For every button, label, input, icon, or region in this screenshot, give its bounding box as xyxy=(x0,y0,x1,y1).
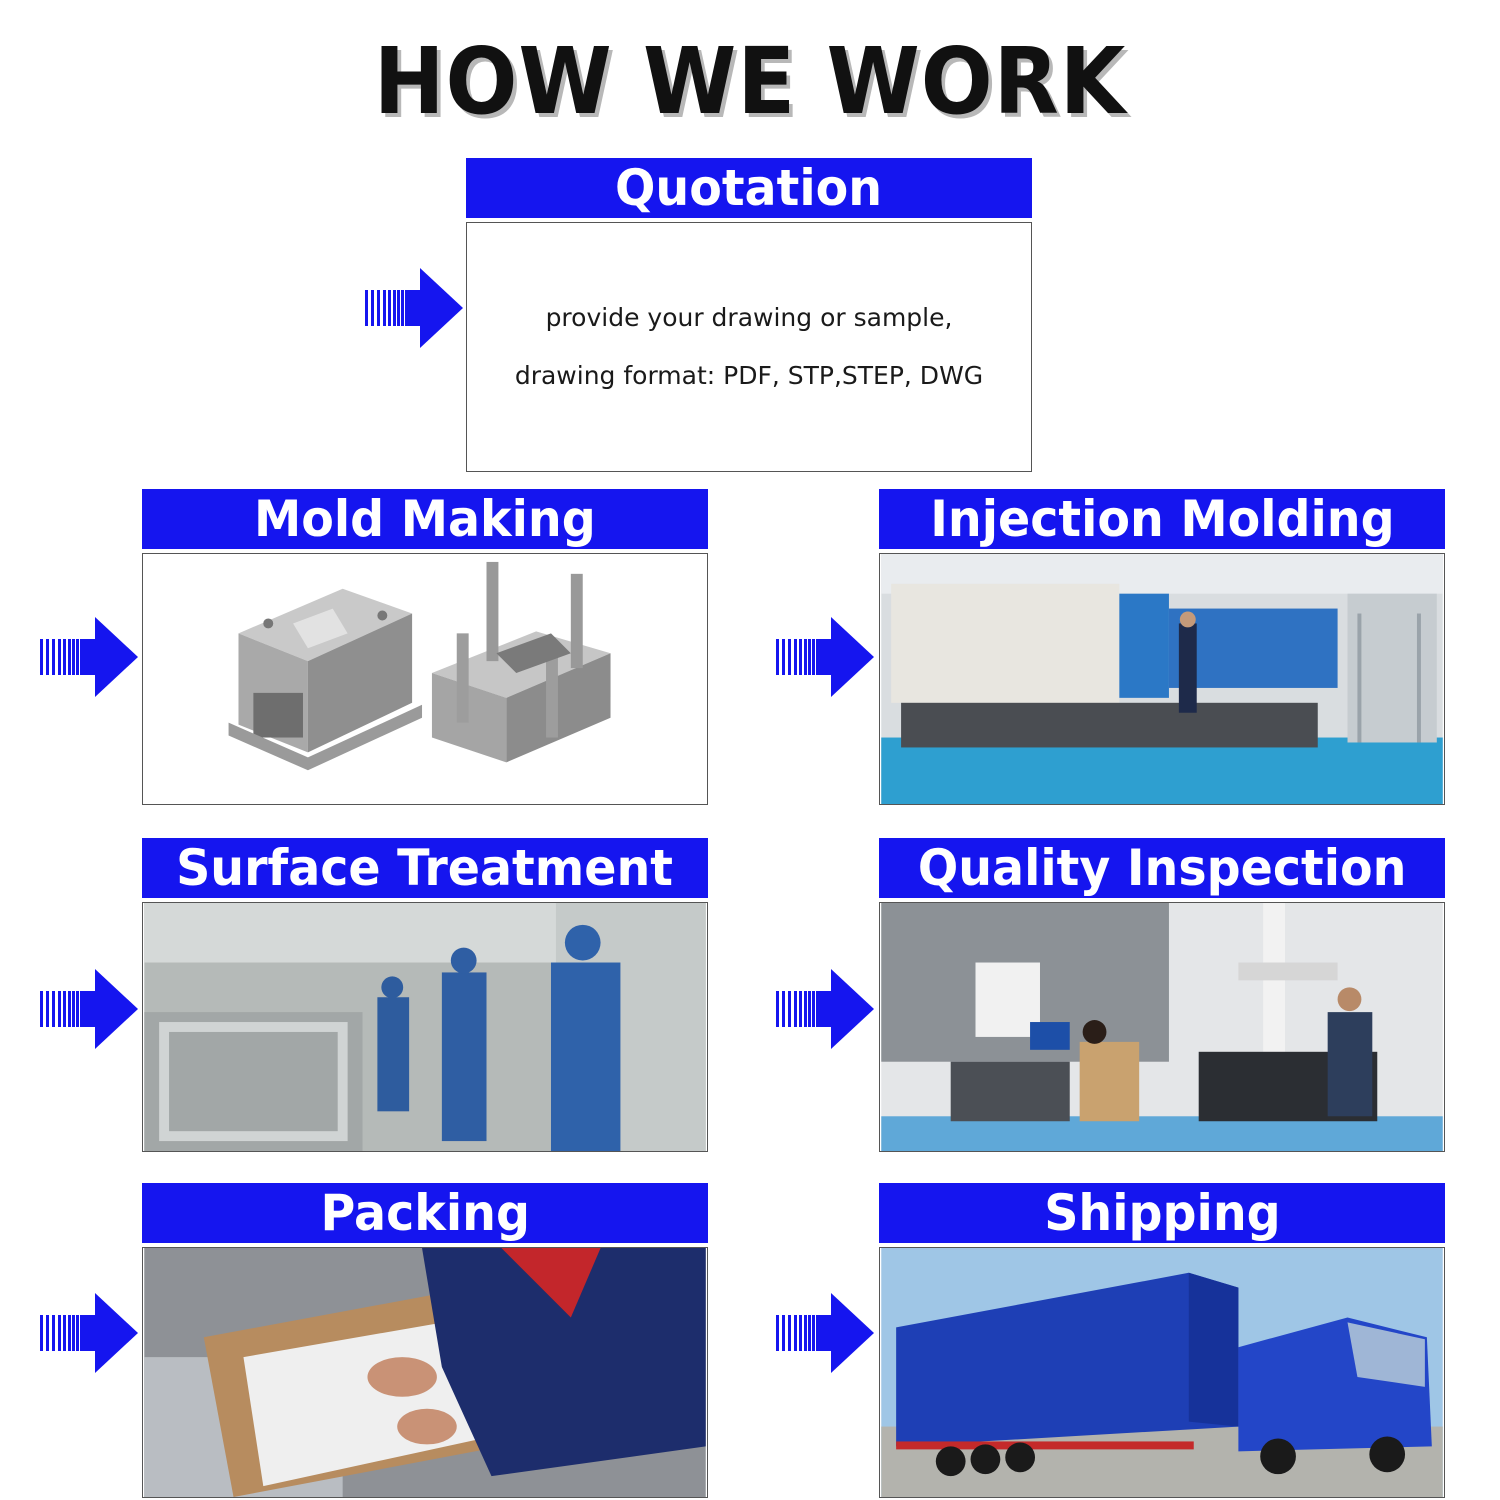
step-label: Injection Molding xyxy=(929,490,1395,548)
injection-machine-photo xyxy=(879,553,1445,805)
arrow-right-icon xyxy=(40,617,140,697)
step-label: Packing xyxy=(320,1184,530,1242)
arrow-right-icon xyxy=(40,969,140,1049)
arrow-right-icon xyxy=(776,969,876,1049)
arrow-right-icon xyxy=(365,268,465,348)
packing-boxes-photo xyxy=(142,1247,708,1498)
step-shipping: Shipping xyxy=(879,1183,1445,1499)
step-header: Mold Making xyxy=(142,489,708,549)
arrow-right-icon xyxy=(40,1293,140,1373)
step-header: Quality Inspection xyxy=(879,838,1445,898)
step-quality-inspection: Quality Inspection xyxy=(879,838,1445,1154)
quote-line: provide your drawing or sample, xyxy=(545,303,953,332)
step-packing: Packing xyxy=(142,1183,708,1499)
step-surface-treatment: Surface Treatment xyxy=(142,838,708,1154)
cmm-inspection-lab-photo xyxy=(879,902,1445,1152)
blue-container-truck-photo xyxy=(879,1247,1445,1498)
step-body: provide your drawing or sample, drawing … xyxy=(466,222,1032,472)
step-header: Quotation xyxy=(466,158,1032,218)
step-header: Shipping xyxy=(879,1183,1445,1243)
quote-line: drawing format: PDF, STP,STEP, DWG xyxy=(514,361,984,390)
step-quotation: Quotation provide your drawing or sample… xyxy=(466,158,1032,474)
step-header: Injection Molding xyxy=(879,489,1445,549)
page-title: HOW WE WORK xyxy=(373,28,1127,135)
mold-3d-render xyxy=(142,553,708,805)
step-label: Surface Treatment xyxy=(176,839,674,897)
step-label: Quality Inspection xyxy=(917,839,1407,897)
spray-painting-workers-photo xyxy=(142,902,708,1152)
step-header: Packing xyxy=(142,1183,708,1243)
step-injection-molding: Injection Molding xyxy=(879,489,1445,805)
step-label: Mold Making xyxy=(254,490,596,548)
step-label: Shipping xyxy=(1043,1184,1281,1242)
step-header: Surface Treatment xyxy=(142,838,708,898)
step-mold-making: Mold Making xyxy=(142,489,708,805)
step-label: Quotation xyxy=(615,159,883,217)
arrow-right-icon xyxy=(776,1293,876,1373)
arrow-right-icon xyxy=(776,617,876,697)
